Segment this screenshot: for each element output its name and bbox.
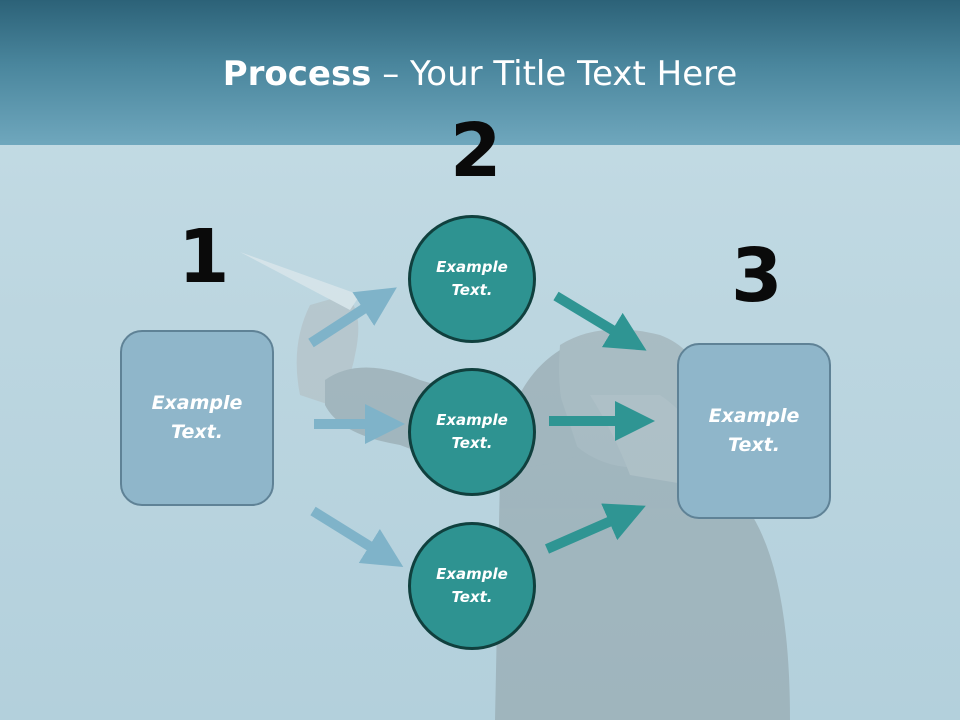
slide-title: Process – Your Title Text Here bbox=[0, 52, 960, 96]
arrow-bottom-to-right bbox=[544, 503, 646, 554]
left-box-label: Example Text. bbox=[151, 392, 243, 443]
title-bar: Process – Your Title Text Here bbox=[0, 0, 960, 145]
right-box-label: Example Text. bbox=[708, 405, 800, 456]
circle-bottom-label: Example Text. bbox=[436, 565, 508, 606]
step-number-1: 1 bbox=[178, 214, 230, 300]
arrow-top-to-right bbox=[553, 291, 647, 351]
circle-bottom: Example Text. bbox=[408, 522, 536, 650]
circle-middle: Example Text. bbox=[408, 368, 536, 496]
circle-top: Example Text. bbox=[408, 215, 536, 343]
right-box: Example Text. bbox=[677, 343, 831, 519]
left-box: Example Text. bbox=[120, 330, 274, 506]
circle-top-label: Example Text. bbox=[436, 258, 508, 299]
arrow-left-to-bottom bbox=[310, 506, 404, 568]
circle-middle-label: Example Text. bbox=[436, 411, 508, 452]
title-rest: – Your Title Text Here bbox=[371, 54, 738, 94]
step-number-2: 2 bbox=[450, 108, 502, 194]
title-bold: Process bbox=[222, 54, 372, 94]
arrow-left-to-top bbox=[308, 287, 397, 348]
step-number-3: 3 bbox=[731, 233, 783, 319]
